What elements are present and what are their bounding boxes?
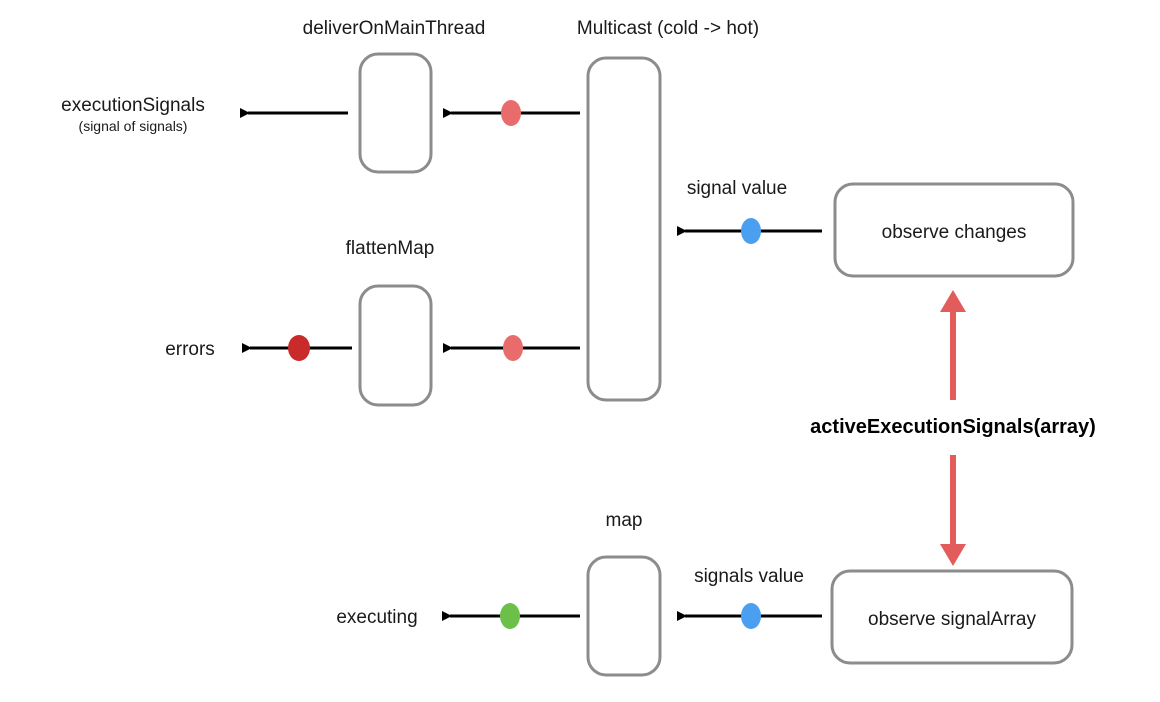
active-execution-signals-label: activeExecutionSignals(array) [810, 416, 1096, 438]
multicast-label: Multicast (cold -> hot) [577, 18, 759, 39]
observe-signal-array-box [830, 569, 1074, 665]
blue-value-marble [741, 603, 761, 629]
red-value-marble [503, 335, 523, 361]
green-value-marble [500, 603, 520, 629]
observe-signal-array-text: observe signalArray [868, 609, 1036, 630]
map-box [586, 555, 662, 677]
signals-value-label: signals value [694, 566, 804, 587]
execution-signals-label: executionSignals [61, 95, 205, 116]
observe-changes-text: observe changes [882, 222, 1027, 243]
blue-value-marble [741, 218, 761, 244]
errors-label: errors [165, 339, 215, 360]
observe-changes-box [833, 182, 1075, 278]
relation-arrow-up-head [940, 290, 966, 312]
red-value-marble [501, 100, 521, 126]
flatten-map-label: flattenMap [346, 238, 435, 259]
deliver-on-main-thread-box [358, 52, 433, 174]
map-label: map [606, 510, 643, 531]
signal-value-label: signal value [687, 178, 787, 199]
execution-signals-sub-label: (signal of signals) [79, 118, 188, 134]
deliver-on-main-thread-label: deliverOnMainThread [303, 18, 486, 39]
multicast-box [586, 56, 662, 402]
error-marble [288, 335, 310, 361]
executing-label: executing [336, 607, 417, 628]
flatten-map-box [358, 284, 433, 407]
relation-arrow-down-head [940, 544, 966, 566]
